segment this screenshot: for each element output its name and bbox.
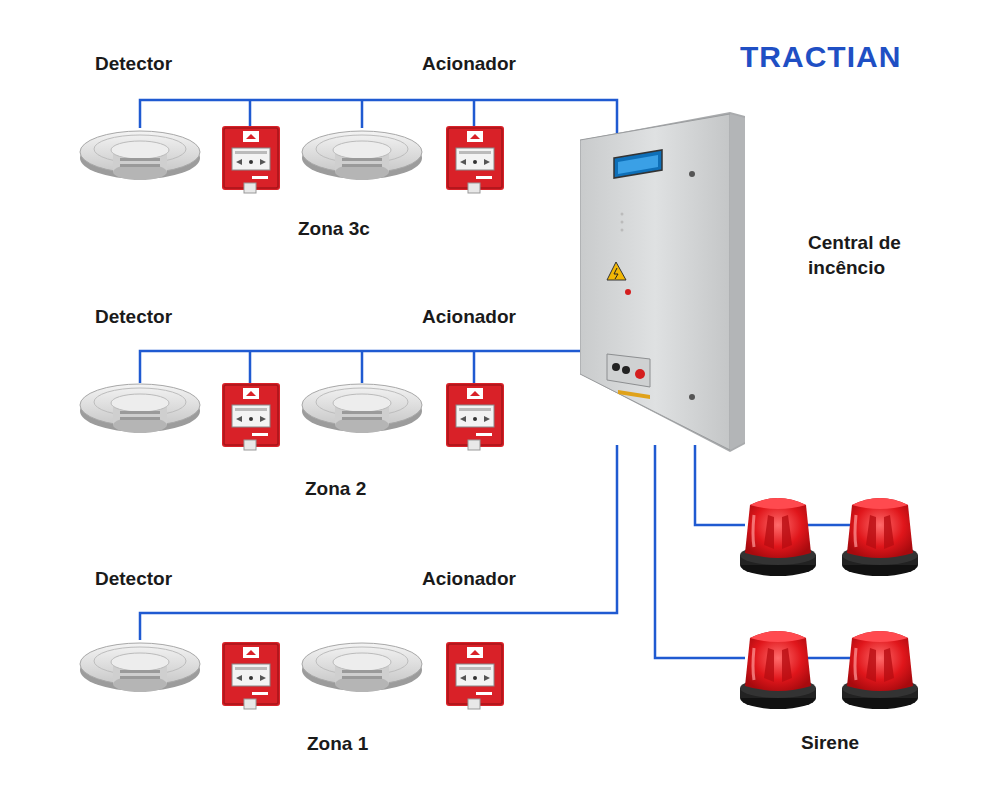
siren-label: Sirene — [801, 731, 859, 754]
device-label: Detector — [95, 567, 172, 590]
device-label: Detector — [95, 52, 172, 75]
fire-panel: Central de incêncio — [580, 112, 745, 452]
zone-label: Zona 2 — [305, 477, 366, 500]
device-label: Acionador — [422, 305, 516, 328]
zone-label: Zona 1 — [307, 732, 368, 755]
device-label: Acionador — [422, 567, 516, 590]
sirens — [740, 498, 918, 709]
zone-1-devices — [80, 642, 504, 709]
panel-caption: Central de incêncio — [808, 230, 933, 280]
wiring — [140, 100, 850, 658]
brand-logo: TRACTIAN — [740, 40, 901, 74]
zone-2-devices — [80, 383, 504, 450]
cabinet-drawing — [580, 112, 745, 452]
device-label: Detector — [95, 305, 172, 328]
zone-label: Zona 3c — [298, 217, 370, 240]
zone-3c-devices — [80, 126, 504, 193]
device-label: Acionador — [422, 52, 516, 75]
